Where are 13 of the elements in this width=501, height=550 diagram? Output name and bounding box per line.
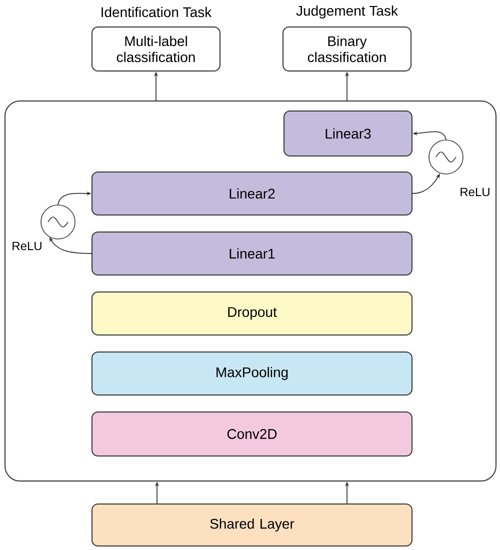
task-heading: Identification Task — [102, 6, 212, 18]
layer-box: Conv2D — [92, 412, 412, 456]
output-box: Multi-label classification — [92, 26, 220, 72]
task-heading: Judgement Task — [296, 5, 398, 19]
layer-box: Linear1 — [92, 232, 412, 276]
output-box: Binary classification — [282, 26, 412, 72]
activation-label: ReLU — [460, 188, 490, 196]
activation-label: ReLU — [12, 242, 42, 250]
layer-box: Linear3 — [284, 110, 412, 156]
layer-box: Linear2 — [92, 172, 412, 216]
layer-box: Dropout — [92, 292, 412, 336]
layer-box: Shared Layer — [92, 504, 412, 546]
layer-box: MaxPooling — [92, 352, 412, 396]
